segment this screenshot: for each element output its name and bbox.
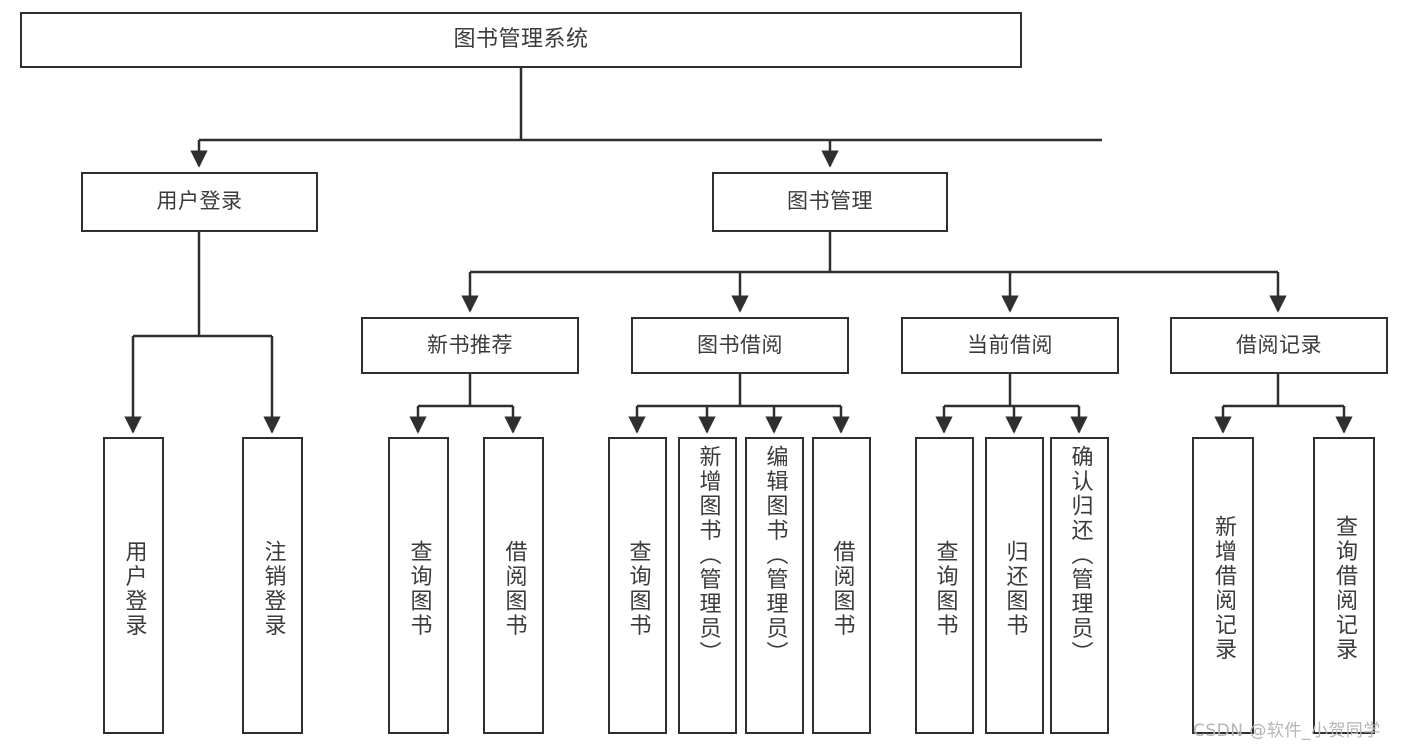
csdn-watermark: CSDN @软件_小贺同学 — [1193, 721, 1381, 741]
node-label: 借阅图书 — [501, 539, 527, 638]
leaf-confirm-return-admin[interactable]: 确认归还（管理员） — [1050, 437, 1109, 734]
node-label: 确认归还（管理员） — [1067, 445, 1093, 666]
leaf-add-borrowing-record[interactable]: 新增借阅记录 — [1192, 437, 1254, 734]
node-label: 图书管理系统 — [453, 26, 589, 52]
node-label: 注销登录 — [260, 539, 286, 638]
node-label: 当前借阅 — [967, 332, 1053, 357]
leaf-query-book-borrowing[interactable]: 查询图书 — [608, 437, 667, 734]
leaf-return-book[interactable]: 归还图书 — [985, 437, 1044, 734]
node-label: 用户登录 — [156, 189, 243, 214]
node-label: 借阅图书 — [829, 539, 855, 638]
node-book-management-system[interactable]: 图书管理系统 — [20, 12, 1022, 68]
node-label: 查询借阅记录 — [1332, 515, 1357, 662]
node-label: 新增图书（管理员） — [695, 445, 721, 666]
leaf-query-borrowing-record[interactable]: 查询借阅记录 — [1313, 437, 1375, 734]
node-new-book-recommendation[interactable]: 新书推荐 — [361, 317, 579, 374]
node-book-management[interactable]: 图书管理 — [712, 172, 948, 232]
node-book-borrowing[interactable]: 图书借阅 — [631, 317, 849, 374]
leaf-user-login[interactable]: 用户登录 — [103, 437, 164, 734]
leaf-borrow-book-newbook[interactable]: 借阅图书 — [483, 437, 544, 734]
node-label: 新增借阅记录 — [1211, 515, 1236, 662]
node-label: 图书管理 — [787, 189, 873, 214]
node-label: 归还图书 — [1002, 539, 1028, 638]
node-borrowing-record[interactable]: 借阅记录 — [1170, 317, 1388, 374]
leaf-add-book-admin[interactable]: 新增图书（管理员） — [678, 437, 737, 734]
node-label: 用户登录 — [121, 539, 147, 638]
node-label: 图书借阅 — [697, 332, 783, 357]
node-label: 借阅记录 — [1236, 332, 1322, 357]
node-label: 查询图书 — [932, 539, 958, 638]
node-label: 新书推荐 — [427, 332, 513, 357]
leaf-edit-book-admin[interactable]: 编辑图书（管理员） — [745, 437, 804, 734]
node-current-borrowing[interactable]: 当前借阅 — [901, 317, 1119, 374]
leaf-borrow-book-borrowing[interactable]: 借阅图书 — [812, 437, 871, 734]
leaf-query-book-newbook[interactable]: 查询图书 — [388, 437, 449, 734]
node-label: 编辑图书（管理员） — [762, 445, 788, 666]
node-label: 查询图书 — [406, 539, 432, 638]
leaf-query-book-current[interactable]: 查询图书 — [915, 437, 974, 734]
node-label: 查询图书 — [625, 539, 651, 638]
leaf-logout[interactable]: 注销登录 — [242, 437, 303, 734]
node-user-login[interactable]: 用户登录 — [81, 172, 318, 232]
